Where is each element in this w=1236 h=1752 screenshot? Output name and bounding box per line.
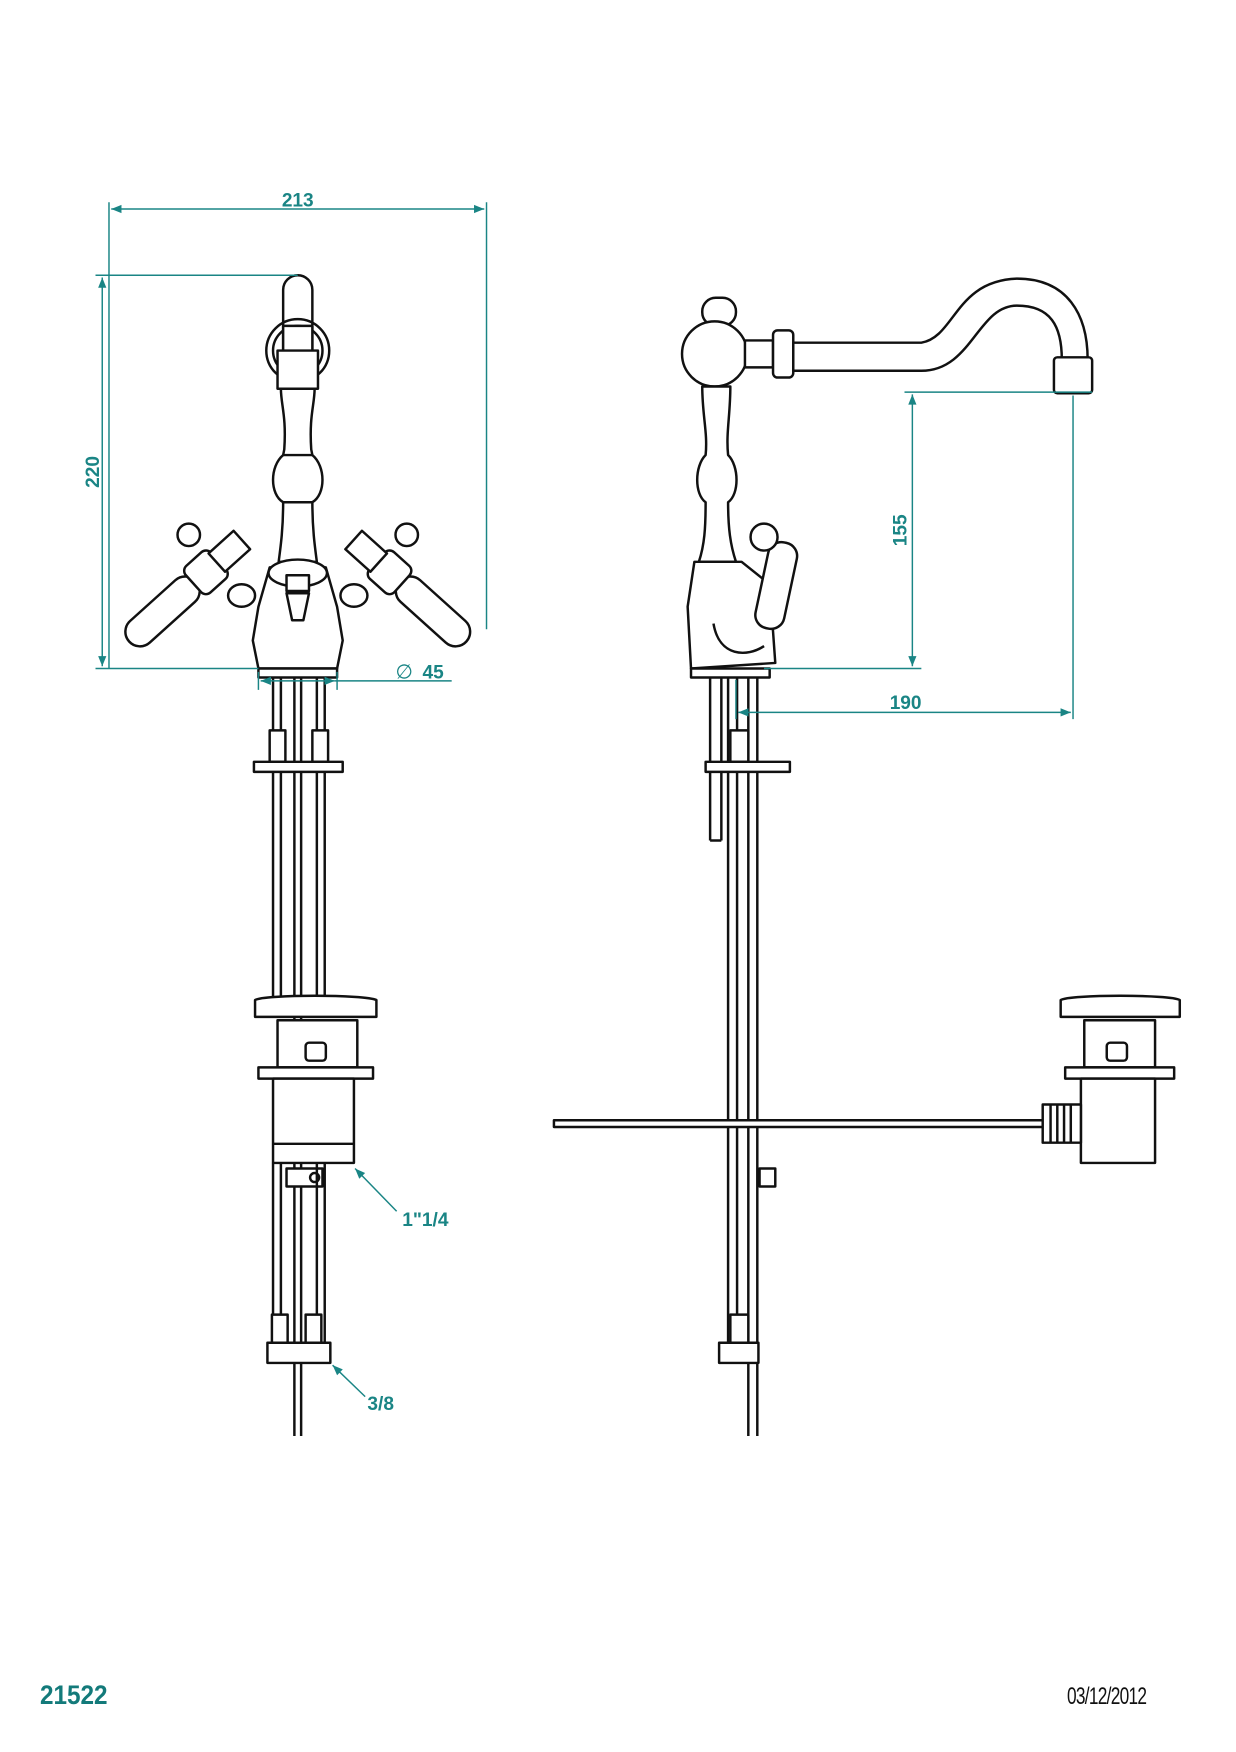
drawing-date: 03/12/2012 — [1067, 1683, 1147, 1710]
diameter-symbol: ∅ — [396, 662, 414, 684]
dimension-lines — [95, 202, 1093, 1398]
dim-overall-width: 213 — [282, 191, 314, 212]
dim-spout-reach: 190 — [890, 693, 922, 714]
product-code: 21522 — [40, 1680, 108, 1710]
dim-spout-height: 155 — [891, 514, 912, 546]
dim-overall-height: 220 — [83, 456, 104, 488]
dim-waste-thread: 1"1/4 — [402, 1210, 449, 1231]
front-view-faucet — [124, 274, 472, 1436]
dim-supply-thread: 3/8 — [367, 1394, 394, 1415]
side-view-faucet — [552, 277, 1182, 1436]
dim-base-diameter: 45 — [422, 663, 444, 684]
